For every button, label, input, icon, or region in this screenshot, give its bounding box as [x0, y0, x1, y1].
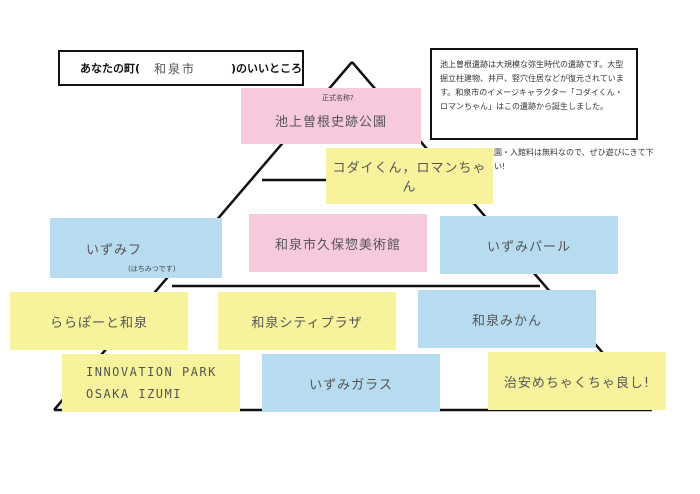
description-box: 池上曽根遺跡は大規模な弥生時代の遺跡です。大型掘立柱建物、井戸、竪穴住居などが復… — [430, 48, 638, 140]
note-ikegami-annotation: 正式名称? — [322, 94, 354, 102]
note-innovation-line1: INNOVATION PARK — [86, 365, 217, 379]
page-title: あなたの町( 和泉市 )のいいところ — [58, 50, 304, 86]
description-tail: 入園・入館料は無料なので、ぜひ遊びにきて下さい! — [486, 148, 654, 171]
title-prefix: あなたの町( — [80, 62, 141, 75]
note-lalaport: ららぽーと和泉 — [10, 292, 188, 350]
note-kubosou-museum: 和泉市久保惣美術館 — [249, 214, 427, 272]
note-izumi-mikan: 和泉みかん — [418, 290, 596, 348]
note-izumi-honey: いずみフ — [50, 218, 222, 278]
note-ikegami-sone: 池上曽根史跡公園 — [241, 88, 421, 144]
note-izumi-glass: いずみガラス — [262, 354, 440, 412]
note-chian: 治安めちゃくちゃ良し! — [488, 352, 666, 410]
note-innovation-park: INNOVATION PARK OSAKA IZUMI — [62, 354, 240, 412]
note-kodai-roman: コダイくん，ロマンちゃん — [326, 148, 493, 204]
title-city: 和泉市 — [154, 61, 197, 76]
note-izumi-honey-annotation: (はちみつです) — [128, 265, 176, 273]
note-innovation-line2: OSAKA IZUMI — [86, 387, 182, 401]
note-izumi-pearl: いずみパール — [440, 216, 618, 274]
title-suffix: )のいいところ — [230, 62, 302, 75]
note-city-plaza: 和泉シティプラザ — [218, 292, 396, 350]
